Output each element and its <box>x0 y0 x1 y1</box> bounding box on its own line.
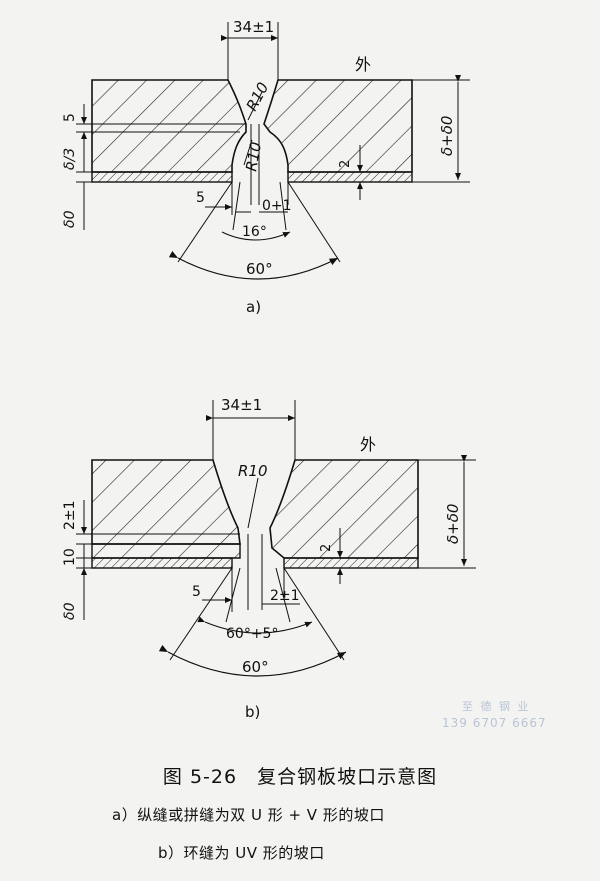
plate-left-a <box>91 79 247 173</box>
caption-line-b: b）环缝为 UV 形的坡口 <box>158 844 325 862</box>
clad-right-b <box>283 557 419 569</box>
dim-top-width-b: 34±1 <box>221 396 262 414</box>
plate-right-a <box>263 79 413 173</box>
dim-r-lower-a: R10 <box>242 141 265 173</box>
dim-delta-third-a: δ/3 <box>62 148 78 170</box>
dim-angle-small-b: 60°+5° <box>226 626 278 642</box>
plate-right-b <box>269 459 419 559</box>
plate-left-b <box>91 459 241 545</box>
caption-line-a: a）纵缝或拼缝为双 U 形 + V 形的坡口 <box>112 806 385 824</box>
drawing-a: 34±1 外 R10 R10 5 δ/3 δ0 2 δ+δ0 5 0+1 16°… <box>62 18 470 316</box>
dim-top-width-a: 34±1 <box>233 18 274 36</box>
dim-right-2-b: 2 <box>319 544 334 552</box>
drawing-b: 34±1 外 R10 2±1 10 δ0 2 δ+δ0 5 2±1 60°+5°… <box>62 396 476 721</box>
dim-angle-big-b: 60° <box>242 658 269 676</box>
dim-left-5-b: 5 <box>192 584 201 600</box>
dim-angle-small-a: 16° <box>242 224 267 240</box>
clad-left-a <box>91 171 233 183</box>
sub-label-a: a) <box>246 298 261 316</box>
dim-delta0-b: δ0 <box>62 602 78 620</box>
dim-left-5b-a: 5 <box>196 190 205 206</box>
dim-right-2-a: 2 <box>338 160 353 168</box>
dim-total-b: δ+δ0 <box>444 504 462 544</box>
dim-left-5-a: 5 <box>62 113 78 122</box>
clad-left-b <box>91 557 233 569</box>
dim-gap-b: 2±1 <box>270 588 300 604</box>
figure-caption-title: 图 5-26 复合钢板坡口示意图 <box>162 766 438 788</box>
dim-r-b: R10 <box>238 462 268 480</box>
watermark-phone: 139 6707 6667 <box>442 716 547 730</box>
outside-label-b: 外 <box>360 435 376 454</box>
dim-left-10-b: 10 <box>62 548 78 566</box>
watermark-company: 至 德 钢 业 <box>462 700 531 713</box>
dim-left-2pm1-b: 2±1 <box>62 500 78 530</box>
sub-label-b: b) <box>245 703 260 721</box>
dim-r-upper-a: R10 <box>243 79 273 114</box>
outside-label-a: 外 <box>355 55 371 74</box>
dim-gap-a: 0+1 <box>262 198 292 214</box>
dim-angle-big-a: 60° <box>246 260 273 278</box>
clad-right-a <box>287 171 413 183</box>
dim-total-a: δ+δ0 <box>438 116 456 156</box>
dim-delta0-a: δ0 <box>62 210 78 228</box>
